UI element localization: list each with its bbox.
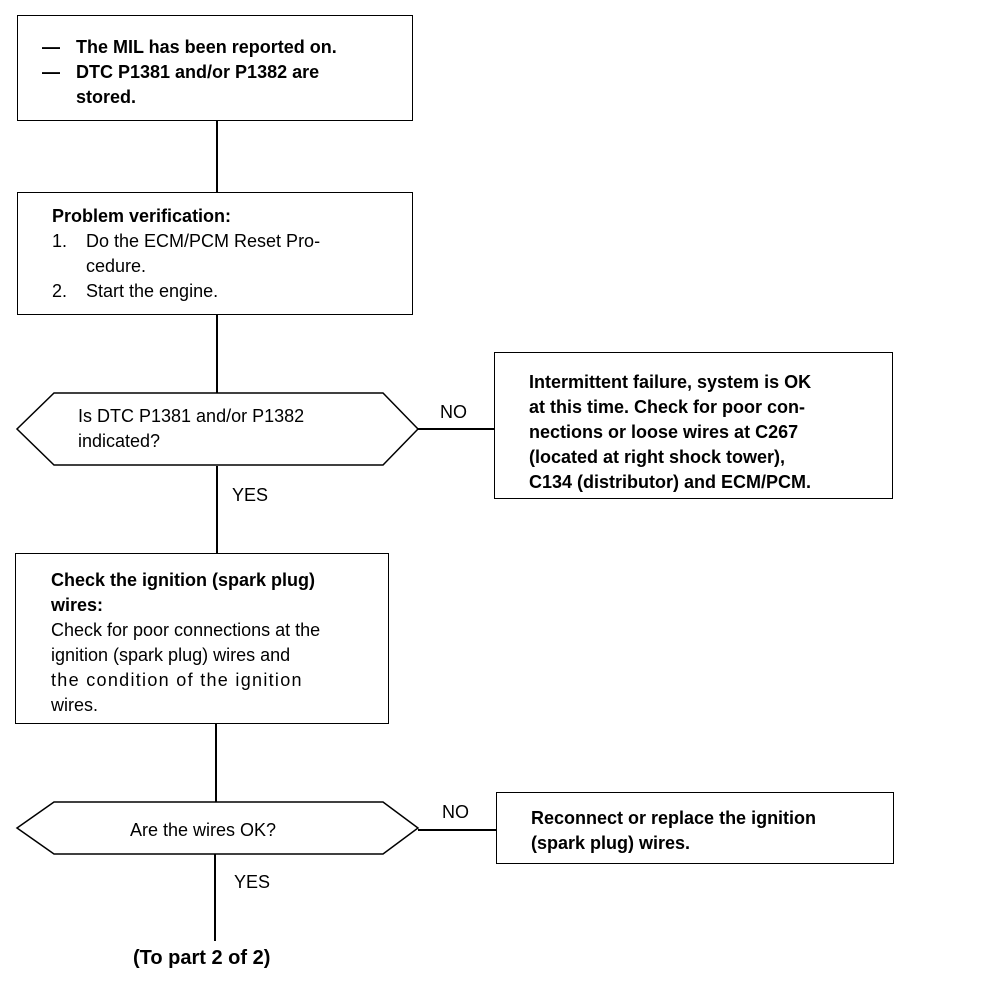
- bullet-dash: —: [42, 37, 60, 57]
- decision2-no-label: NO: [442, 802, 469, 822]
- connector-verify-to-decision1: [216, 315, 218, 393]
- verify-step-1: 1. Do the ECM/PCM Reset Pro-: [52, 231, 321, 251]
- verify-step-1-cont: cedure.: [86, 256, 147, 276]
- continuation-label: (To part 2 of 2): [133, 947, 271, 969]
- verify-box: Problem verification: 1. Do the ECM/PCM …: [17, 192, 413, 315]
- start-box: — The MIL has been reported on. — DTC P1…: [17, 15, 413, 121]
- intermittent-failure-box: Intermittent failure, system is OK at th…: [494, 352, 893, 499]
- decision1-yes-label: YES: [232, 485, 269, 505]
- check-wires-box: Check the ignition (spark plug) wires: C…: [15, 553, 389, 724]
- bullet-dash: —: [42, 62, 60, 82]
- connector-start-to-verify: [216, 121, 218, 192]
- decision1-diamond: [15, 392, 420, 466]
- connector-decision1-yes: [216, 466, 218, 553]
- decision2-diamond: [15, 801, 420, 855]
- decision1-question: Is DTC P1381 and/or P1382 indicated?: [78, 406, 305, 451]
- connector-decision2-yes: [214, 853, 216, 941]
- start-line-2: — DTC P1381 and/or P1382 are: [42, 60, 402, 85]
- connector-check-to-decision2: [215, 724, 217, 802]
- connector-decision1-no: [418, 428, 495, 430]
- decision2-yes-label: YES: [234, 872, 271, 892]
- verify-title: Problem verification:: [52, 206, 232, 226]
- decision1-no-label: NO: [440, 402, 467, 422]
- start-line-1: — The MIL has been reported on.: [42, 35, 402, 60]
- check-wires-title-cont: wires:: [51, 595, 104, 615]
- decision2-question: Are the wires OK?: [130, 820, 277, 840]
- check-wires-title: Check the ignition (spark plug): [51, 570, 316, 590]
- start-line-3: stored.: [76, 87, 137, 107]
- replace-wires-box: Reconnect or replace the ignition (spark…: [496, 792, 894, 864]
- verify-step-2: 2. Start the engine.: [52, 281, 219, 301]
- connector-decision2-no: [418, 829, 497, 831]
